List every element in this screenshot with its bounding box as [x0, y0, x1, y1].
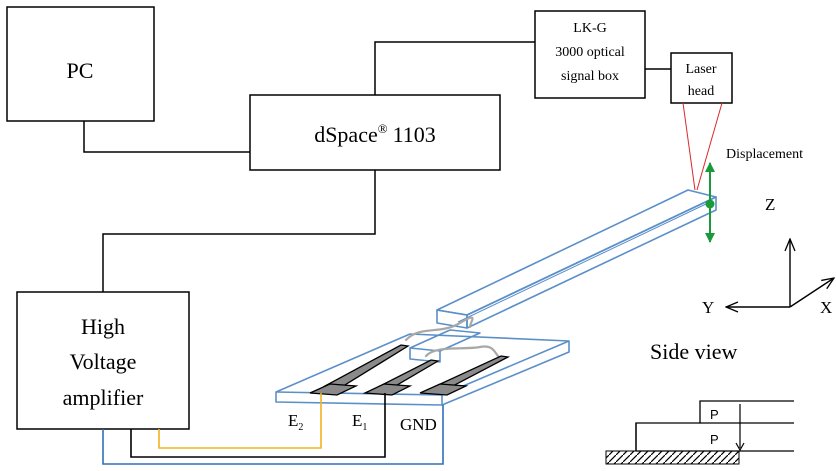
side-view-layer-top: P	[710, 407, 719, 422]
laser-head-box: Laser head	[670, 52, 733, 104]
signal-wires	[83, 41, 671, 292]
label-axis-y: Y	[702, 298, 714, 317]
electrode-e2-pad	[309, 383, 359, 396]
label-axis-x: X	[820, 298, 832, 317]
electrode-gnd-pad	[419, 383, 469, 396]
side-view-figure: P P	[605, 400, 794, 465]
wire-ground-blue	[102, 405, 444, 465]
hv-line-1: High	[81, 314, 125, 339]
wire-e1-black	[130, 393, 386, 458]
dspace-registered-mark: ®	[378, 121, 388, 136]
axis-x-arrow	[789, 278, 834, 308]
lkg-line-2: 3000 optical	[555, 45, 625, 60]
dspace-box: dSpace® 1103	[249, 94, 501, 171]
hv-line-2: Voltage	[70, 349, 137, 374]
pc-box: PC	[6, 6, 155, 122]
coordinate-axes	[726, 239, 834, 307]
electrodes	[309, 344, 511, 396]
displacement-arrow	[705, 162, 715, 243]
wire-pc-dspace	[83, 121, 250, 153]
label-gnd: GND	[400, 415, 437, 434]
label-e1: E1	[352, 411, 367, 433]
wire-dspace-lkg	[374, 41, 535, 95]
bond-wires	[404, 316, 502, 360]
lkg-line-1: LK-G	[573, 21, 606, 36]
dspace-name: dSpace	[314, 122, 378, 147]
laser-line-1: Laser	[685, 62, 716, 77]
measurement-point	[705, 199, 715, 209]
beam-clamp-block	[436, 309, 468, 329]
beam-lower-block	[409, 347, 441, 363]
wire-e2-yellow	[158, 393, 322, 449]
drive-wires	[102, 393, 444, 465]
side-view-title: Side view	[650, 339, 737, 364]
hv-amplifier-box: High Voltage amplifier	[16, 291, 190, 430]
cantilever	[275, 189, 717, 406]
laser-beam	[682, 102, 723, 191]
pc-label: PC	[67, 58, 94, 83]
lkg-line-3: signal box	[561, 69, 619, 84]
dspace-label: dSpace® 1103	[314, 121, 436, 147]
label-e2: E2	[288, 411, 303, 433]
side-view-layer-bottom: P	[710, 432, 719, 447]
wire-dspace-hv	[102, 170, 376, 292]
electrode-e1-pad	[362, 383, 413, 396]
beam-top-face	[436, 189, 717, 316]
dspace-model: 1103	[393, 122, 436, 147]
laser-line-2: head	[688, 84, 714, 99]
hv-line-3: amplifier	[63, 385, 144, 410]
side-view-ground	[605, 450, 740, 465]
lkg-signal-box: LK-G 3000 optical signal box	[534, 10, 646, 99]
label-axis-z: Z	[765, 195, 775, 214]
label-displacement: Displacement	[726, 147, 803, 162]
